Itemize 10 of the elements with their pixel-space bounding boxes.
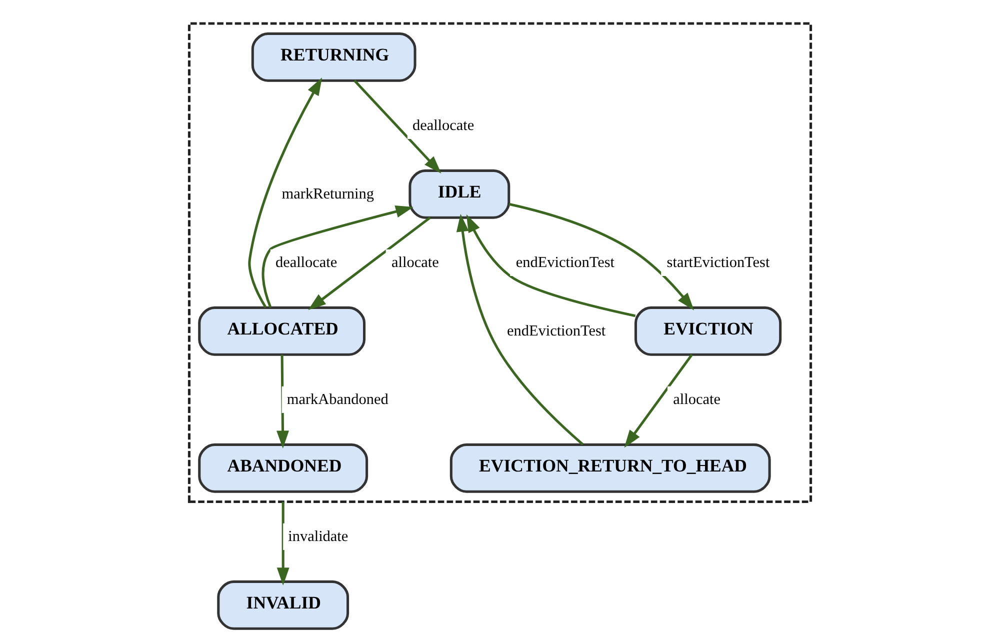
edge-label: deallocate [275,254,338,272]
edge-label: startEvictionTest [666,254,770,272]
edge-label: markReturning [282,186,374,203]
edge-label: endEvictionTest [516,254,615,272]
edge-label: deallocate [412,117,474,134]
edge-label: endEvictionTest [506,322,606,340]
edge-label: allocate [673,391,720,408]
edge-label: invalidate [288,528,348,546]
edge-label: markAbandoned [286,391,388,408]
edge-label: allocate [392,254,439,272]
